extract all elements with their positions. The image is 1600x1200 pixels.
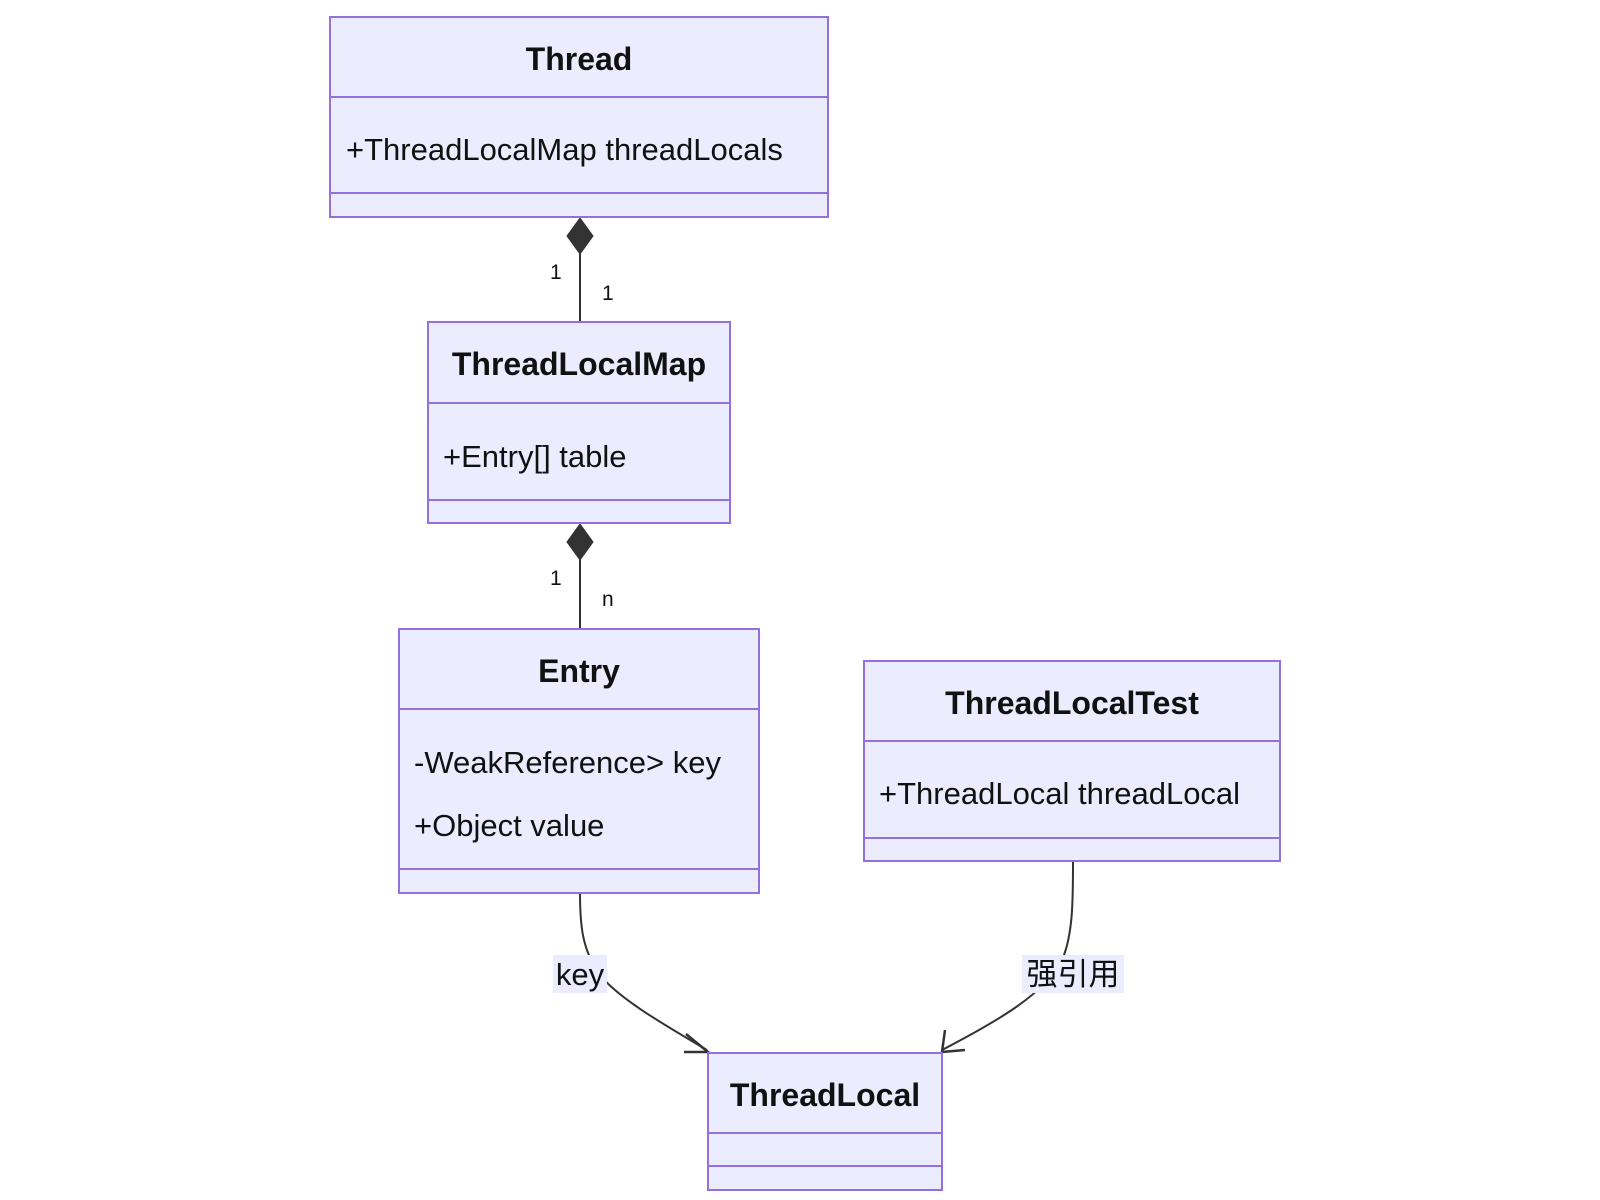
class-name: ThreadLocal (730, 1077, 920, 1113)
cardinality-to: n (602, 588, 614, 611)
class-thread: Thread +ThreadLocalMap threadLocals (329, 16, 829, 218)
class-threadlocal: ThreadLocal (707, 1052, 943, 1191)
class-box (707, 1052, 943, 1191)
class-threadlocalmap: ThreadLocalMap +Entry[] table (427, 321, 731, 524)
relation-thread-map: 1 1 (550, 217, 614, 322)
class-threadlocaltest: ThreadLocalTest +ThreadLocal threadLocal (863, 660, 1281, 862)
edge-label-bg (553, 955, 607, 993)
relation-entry-threadlocal: key (553, 892, 712, 1054)
class-name: Thread (526, 41, 633, 77)
class-box (863, 660, 1281, 862)
cardinality-to: 1 (602, 282, 614, 305)
class-box (427, 321, 731, 524)
edge-label: 强引用 (1027, 957, 1120, 992)
class-member: +ThreadLocalMap threadLocals (346, 132, 783, 167)
class-name: ThreadLocalMap (452, 346, 706, 382)
class-name: ThreadLocalTest (945, 685, 1199, 721)
cardinality-from: 1 (550, 567, 562, 590)
composition-diamond-icon (566, 523, 594, 561)
class-member: +ThreadLocal threadLocal (879, 776, 1240, 811)
class-name: Entry (538, 653, 620, 689)
composition-diamond-icon (566, 217, 594, 255)
edge-label: key (556, 957, 605, 992)
class-member: +Object value (414, 808, 604, 843)
class-member: -WeakReference> key (414, 745, 721, 780)
cardinality-from: 1 (550, 261, 562, 284)
class-entry: Entry -WeakReference> key +Object value (398, 628, 760, 894)
edge-label-bg (1022, 955, 1124, 993)
class-member: +Entry[] table (443, 439, 627, 474)
class-box (329, 16, 829, 218)
relation-test-threadlocal: 强引用 (940, 861, 1124, 1054)
arrowhead-icon (684, 1033, 712, 1054)
class-box (398, 628, 760, 894)
relation-map-entry: 1 n (550, 523, 614, 629)
